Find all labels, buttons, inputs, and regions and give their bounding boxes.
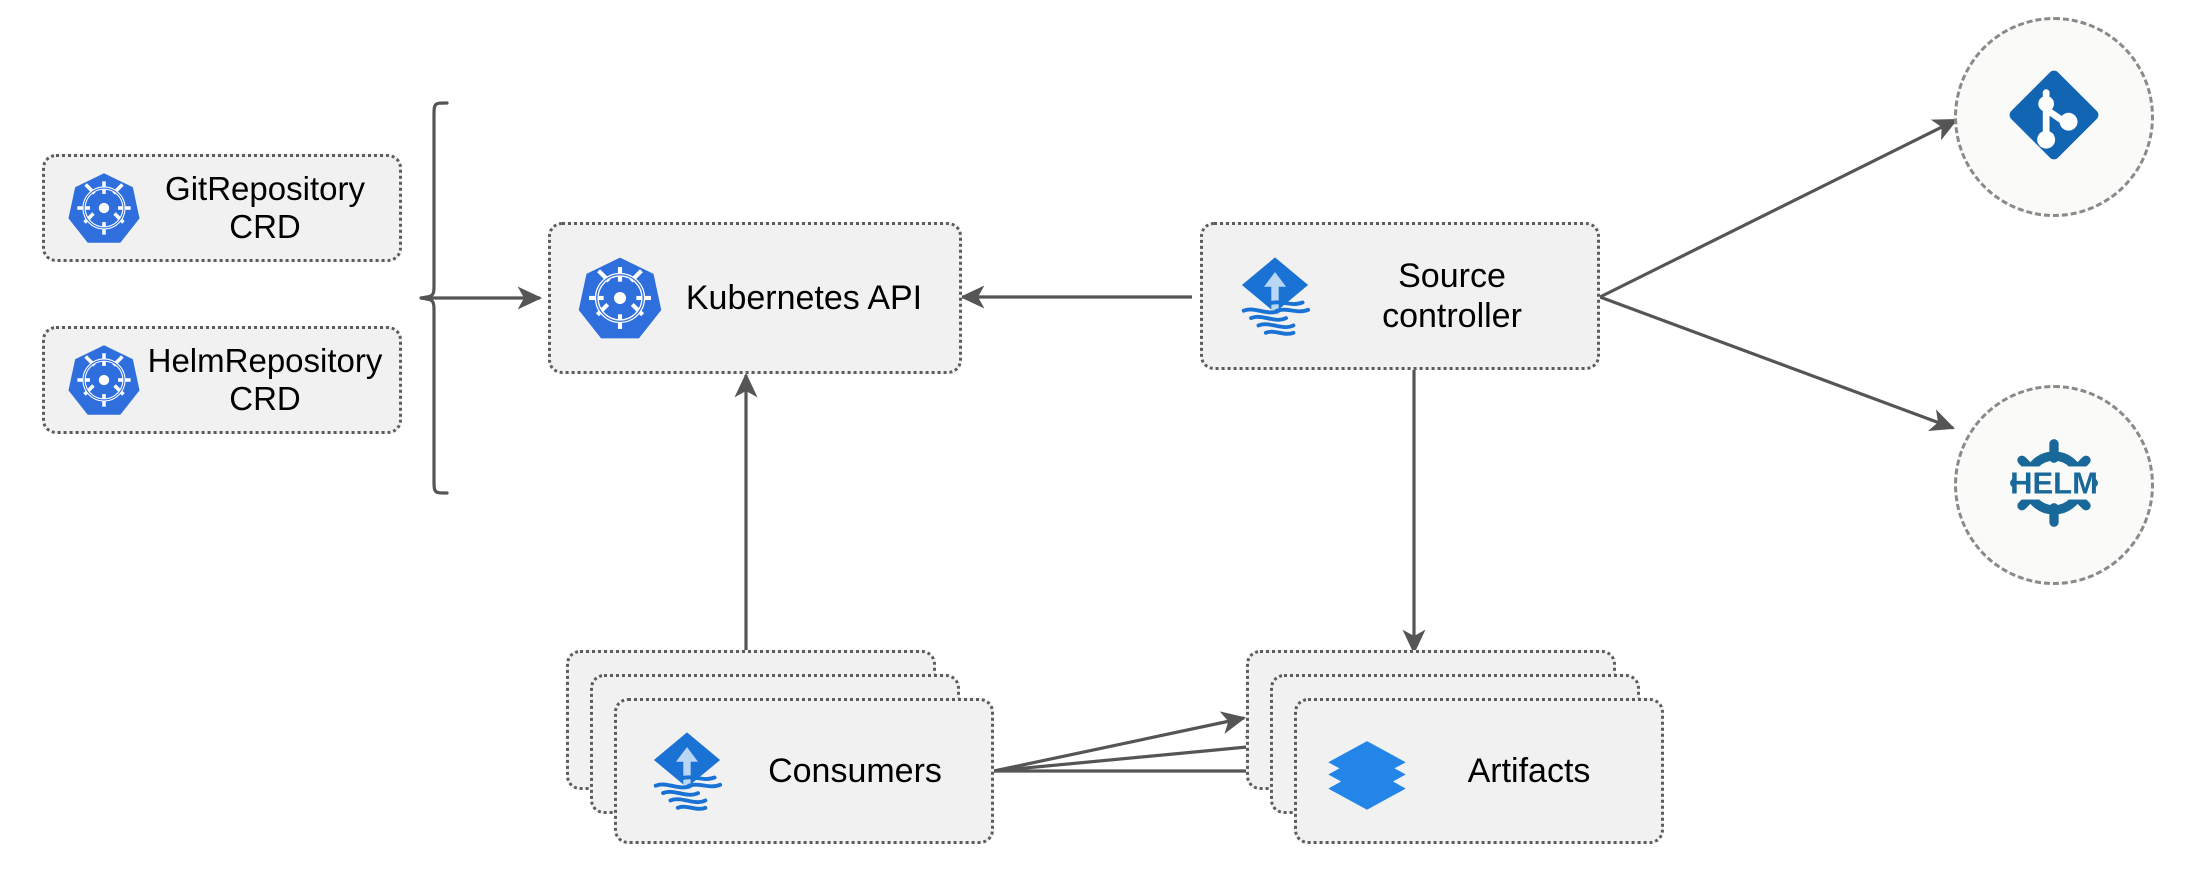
- node-consumers[interactable]: Consumers: [614, 698, 994, 844]
- crd-group-brace: [419, 101, 449, 495]
- flux-icon: [1229, 250, 1321, 342]
- helm-icon: HELM: [1992, 421, 2116, 550]
- node-label: Kubernetes API: [685, 278, 923, 317]
- node-git-repository-crd[interactable]: GitRepository CRD: [42, 154, 402, 262]
- node-helm-repository-crd[interactable]: HelmRepository CRD: [42, 326, 402, 434]
- node-helm-provider[interactable]: HELM: [1954, 385, 2154, 585]
- edge-source-controller-to-helm-provider: [1599, 295, 1956, 432]
- kubernetes-icon: [67, 343, 141, 417]
- edge-consumers-to-artifacts-2: [993, 735, 1271, 773]
- node-source-controller[interactable]: Source controller: [1200, 222, 1600, 370]
- flux-icon: [641, 725, 733, 817]
- edge-source-controller-to-git-provider: [1599, 118, 1958, 299]
- node-label: Consumers: [768, 751, 942, 790]
- node-label: Source controller: [1382, 256, 1522, 335]
- node-label: Artifacts: [1467, 751, 1591, 790]
- layers-icon: [1323, 727, 1411, 815]
- helm-label: HELM: [2010, 465, 2098, 500]
- kubernetes-icon: [67, 171, 141, 245]
- node-label: GitRepository CRD: [165, 169, 365, 245]
- kubernetes-icon: [577, 255, 663, 341]
- git-icon: [1998, 59, 2110, 176]
- edge-consumers-to-artifacts-1: [993, 711, 1247, 773]
- node-artifacts[interactable]: Artifacts: [1294, 698, 1664, 844]
- node-label: HelmRepository CRD: [147, 341, 383, 417]
- node-git-provider[interactable]: [1954, 17, 2154, 217]
- node-kubernetes-api[interactable]: Kubernetes API: [548, 222, 962, 374]
